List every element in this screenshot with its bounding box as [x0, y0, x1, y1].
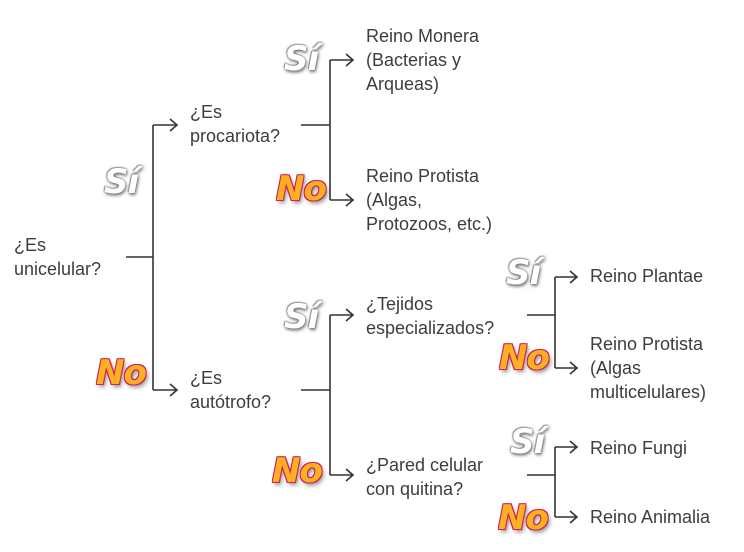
no-label-autotroph: No: [272, 451, 323, 491]
arrowheads: [169, 53, 579, 524]
yes-label-tissues: Sí: [506, 253, 541, 293]
root-question: ¿Es unicelular?: [14, 235, 102, 279]
kingdom-fungi: Reino Fungi: [590, 438, 688, 458]
connector-tissues: [527, 276, 576, 369]
no-label-tissues: No: [499, 338, 550, 378]
no-label-prokaryote: No: [276, 169, 327, 209]
kingdom-protista-multicellular: Reino Protista (Algas multicelulares): [590, 334, 707, 402]
prokaryote-question: ¿Es procariota?: [190, 102, 281, 146]
connector-root: [126, 124, 176, 391]
connector-chitin: [527, 446, 576, 518]
yes-label-chitin: Sí: [510, 422, 545, 462]
connector-prokaryote: [301, 59, 352, 201]
autotroph-question: ¿Es autótrofo?: [190, 368, 272, 412]
chitin-question: ¿Pared celular con quitina?: [366, 455, 484, 499]
yes-label-autotroph: Sí: [284, 297, 319, 337]
connector-autotroph: [301, 314, 352, 476]
yes-label-root: Sí: [104, 162, 139, 202]
kingdom-animalia: Reino Animalia: [590, 507, 711, 527]
kingdom-monera: Reino Monera (Bacterias y Arqueas): [366, 26, 480, 94]
no-label-chitin: No: [498, 498, 549, 538]
tissues-question: ¿Tejidos especializados?: [366, 294, 495, 338]
yes-label-prokaryote: Sí: [284, 39, 319, 79]
kingdom-plantae: Reino Plantae: [590, 266, 704, 286]
kingdom-protista-unicellular: Reino Protista (Algas, Protozoos, etc.): [366, 166, 493, 234]
no-label-root: No: [96, 353, 147, 393]
